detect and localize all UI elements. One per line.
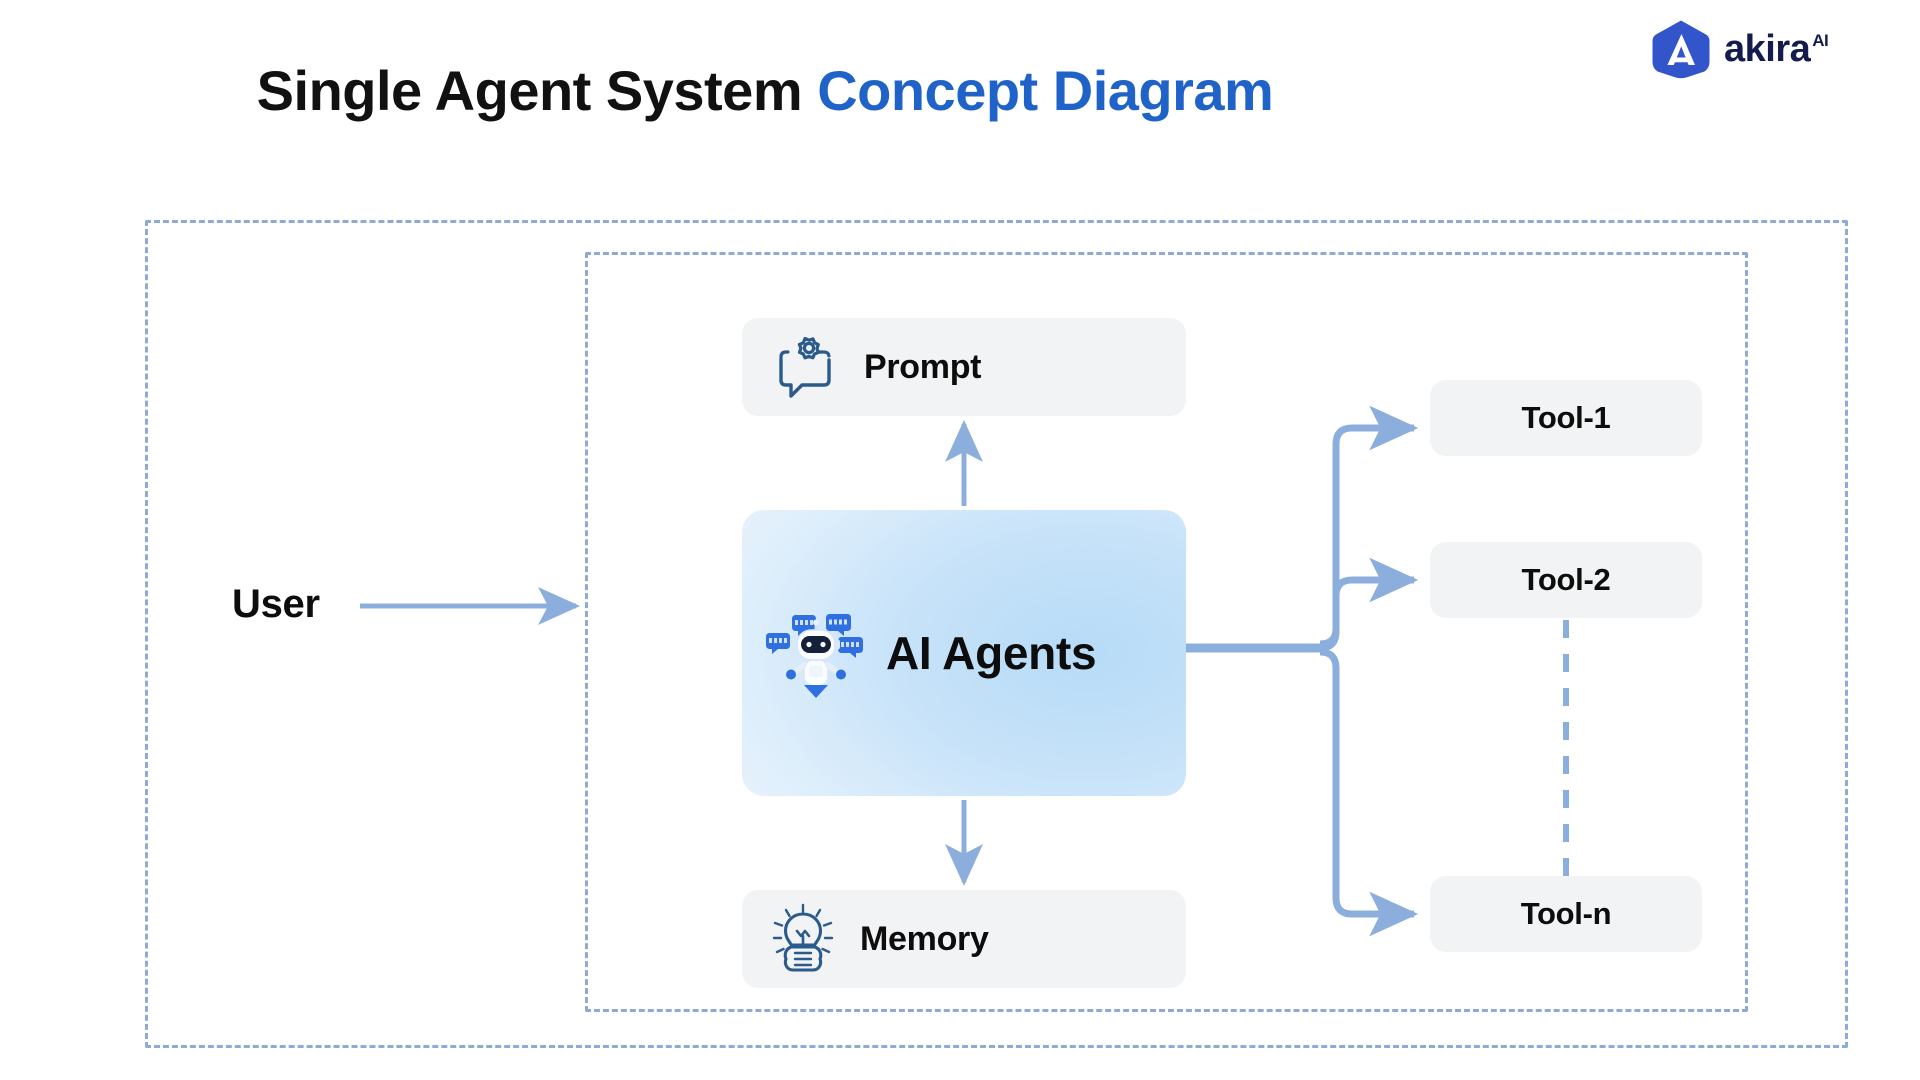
node-tool-n-label: Tool-n (1520, 896, 1612, 931)
user-actor-label: User (232, 582, 320, 626)
brand-wordmark: akira AI (1724, 28, 1829, 70)
page-title-accent: Concept Diagram (817, 59, 1274, 122)
robot-chat-icon (764, 605, 868, 701)
node-tool-2-label: Tool-2 (1521, 562, 1611, 597)
brand-logo: akira AI (1650, 18, 1829, 80)
node-prompt-label: Prompt (864, 347, 982, 386)
node-memory-label: Memory (860, 919, 989, 958)
page-title-main: Single Agent System (256, 59, 803, 122)
node-prompt[interactable]: Prompt (742, 318, 1186, 416)
brand-name: akira (1724, 28, 1811, 70)
node-ai-agents-label: AI Agents (886, 627, 1097, 679)
node-tool-1[interactable]: Tool-1 (1430, 380, 1702, 456)
node-memory[interactable]: Memory (742, 890, 1186, 988)
akira-shield-a-icon (1650, 18, 1712, 80)
brand-superscript: AI (1812, 31, 1829, 50)
page-title: Single Agent System Concept Diagram (0, 58, 1530, 123)
lightbulb-brain-icon (768, 901, 838, 977)
node-tool-n[interactable]: Tool-n (1430, 876, 1702, 952)
node-ai-agents[interactable]: AI Agents (742, 510, 1186, 796)
gear-speech-bubble-icon (768, 330, 842, 404)
node-tool-2[interactable]: Tool-2 (1430, 542, 1702, 618)
outer-system-boundary (145, 220, 1848, 1048)
inner-agent-boundary (585, 252, 1748, 1012)
node-tool-1-label: Tool-1 (1521, 400, 1611, 435)
